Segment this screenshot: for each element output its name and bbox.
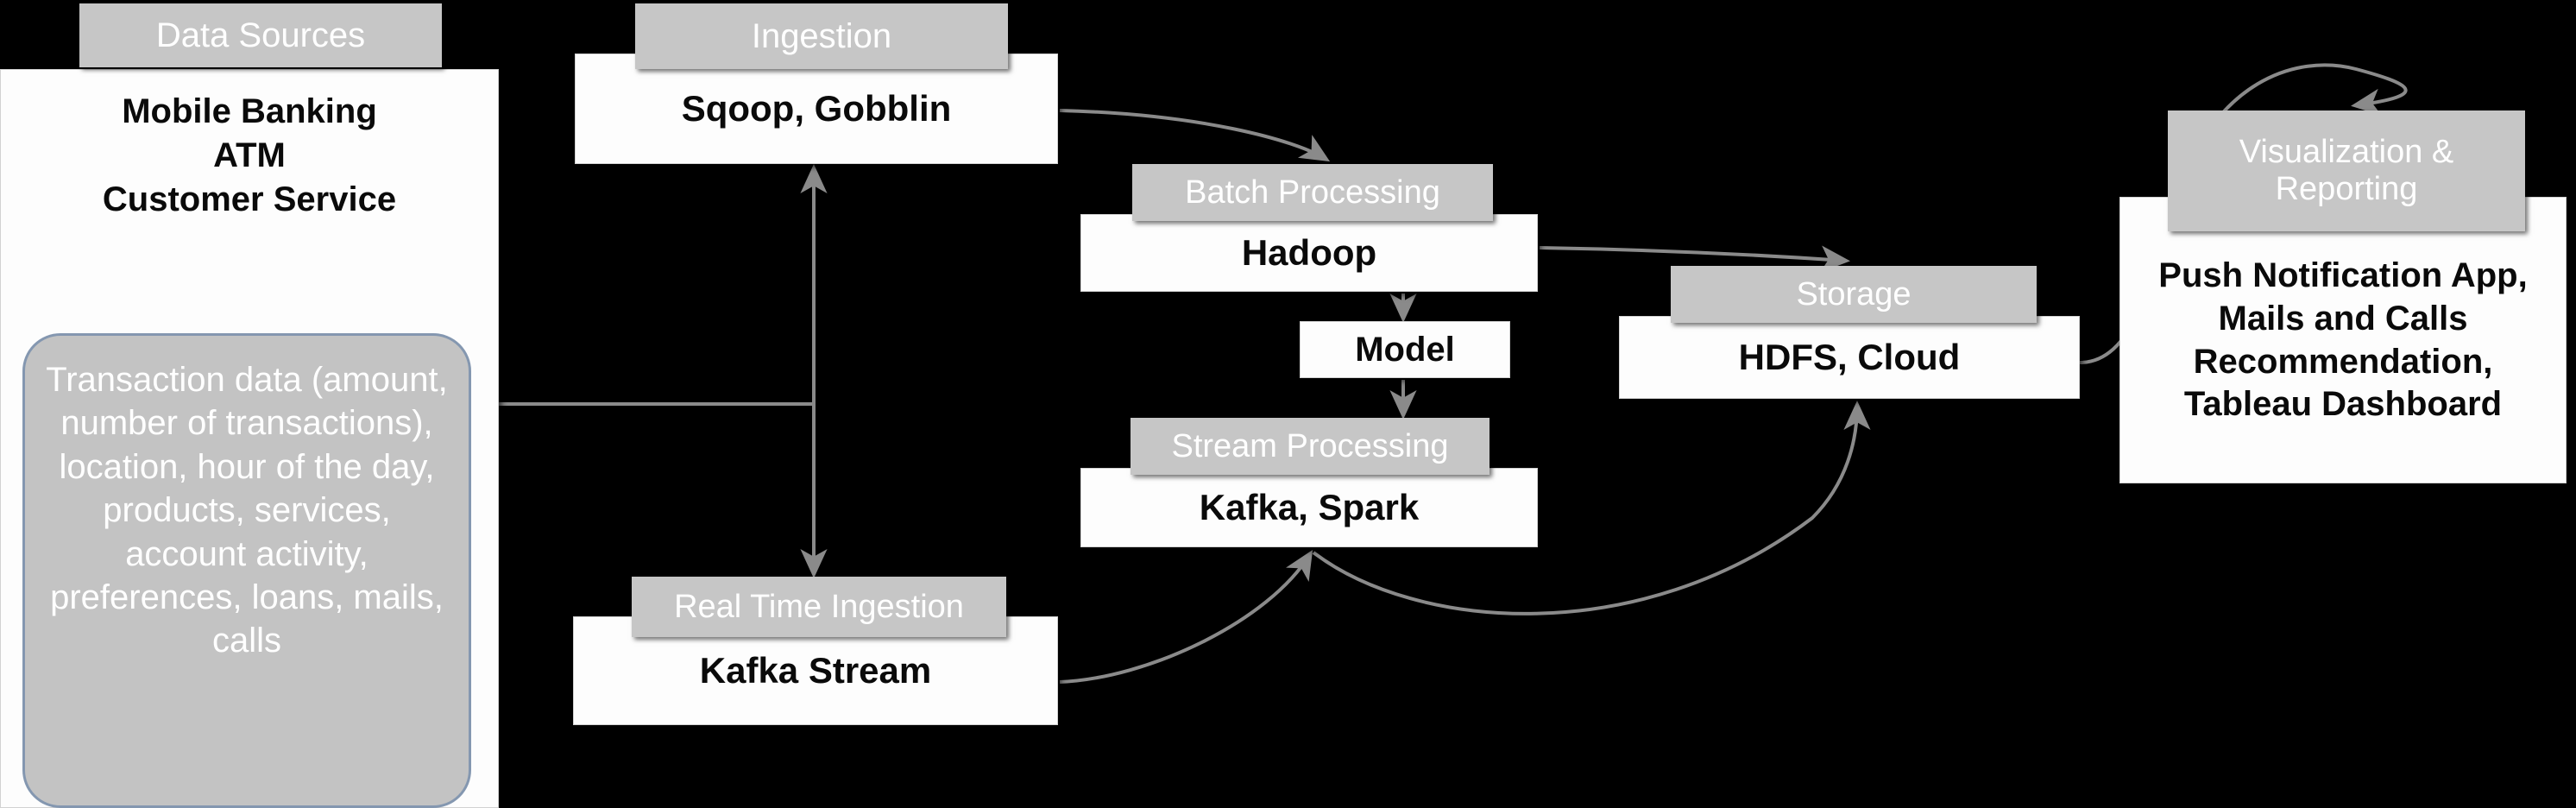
connector-batch-to-storage — [1539, 245, 1850, 273]
stream-processing-body: Kafka, Spark — [1080, 468, 1538, 547]
visualization-lines: Push Notification App, Mails and Calls R… — [2127, 254, 2559, 426]
connector-ingestion-to-batch-processing — [1059, 109, 1331, 162]
visualization-reporting-header: Visualization & Reporting — [2168, 110, 2525, 231]
ingestion-body: Sqoop, Gobblin — [575, 54, 1058, 164]
data-sources-line-3: Customer Service — [102, 180, 397, 218]
visualization-reporting-body: Push Notification App, Mails and Calls R… — [2119, 197, 2567, 483]
visualization-line-2: Mails and Calls — [2218, 299, 2468, 338]
visualization-line-1: Push Notification App, — [2158, 256, 2528, 294]
connector-real-time-to-stream-processing — [1059, 549, 1313, 684]
model-body: Model — [1300, 321, 1510, 378]
visualization-line-3: Recommendation, — [2193, 342, 2493, 381]
batch-processing-body: Hadoop — [1080, 214, 1538, 292]
data-sources-lines: Mobile Banking ATM Customer Service — [8, 89, 491, 222]
data-sources-line-2: ATM — [213, 136, 286, 174]
data-sources-header: Data Sources — [79, 3, 442, 67]
data-sources-line-1: Mobile Banking — [122, 92, 377, 130]
real-time-ingestion-header: Real Time Ingestion — [632, 577, 1006, 637]
storage-header: Storage — [1671, 266, 2037, 323]
visualization-header-line-1: Visualization & — [2239, 134, 2454, 171]
stream-processing-header: Stream Processing — [1131, 418, 1490, 475]
storage-body: HDFS, Cloud — [1619, 316, 2080, 399]
ingestion-header: Ingestion — [635, 3, 1008, 69]
visualization-line-4: Tableau Dashboard — [2183, 385, 2503, 424]
transaction-data-bubble: Transaction data (amount, number of tran… — [22, 333, 471, 808]
visualization-header-line-2: Reporting — [2275, 171, 2418, 207]
batch-processing-header: Batch Processing — [1132, 164, 1493, 221]
